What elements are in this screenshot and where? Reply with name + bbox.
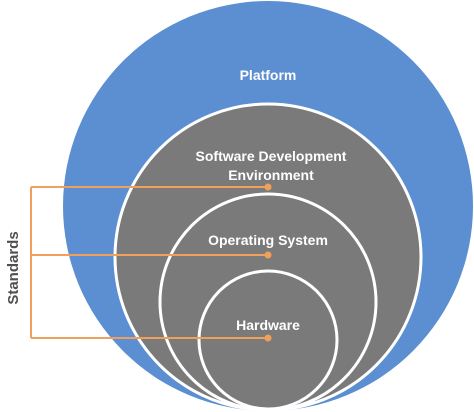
software-dev-env-label-line1: Software Development: [196, 148, 347, 164]
connector-dot-hardware: [264, 334, 272, 342]
hardware-label: Hardware: [236, 317, 300, 333]
platform-label: Platform: [240, 67, 297, 83]
operating-system-label: Operating System: [208, 232, 328, 248]
standards-bracket: [30, 186, 268, 339]
connector-dot-software-dev-env: [264, 183, 272, 191]
connector-dot-operating-system: [264, 251, 272, 259]
standards-label: Standards: [5, 231, 22, 304]
software-dev-env-label-line2: Environment: [228, 167, 314, 183]
